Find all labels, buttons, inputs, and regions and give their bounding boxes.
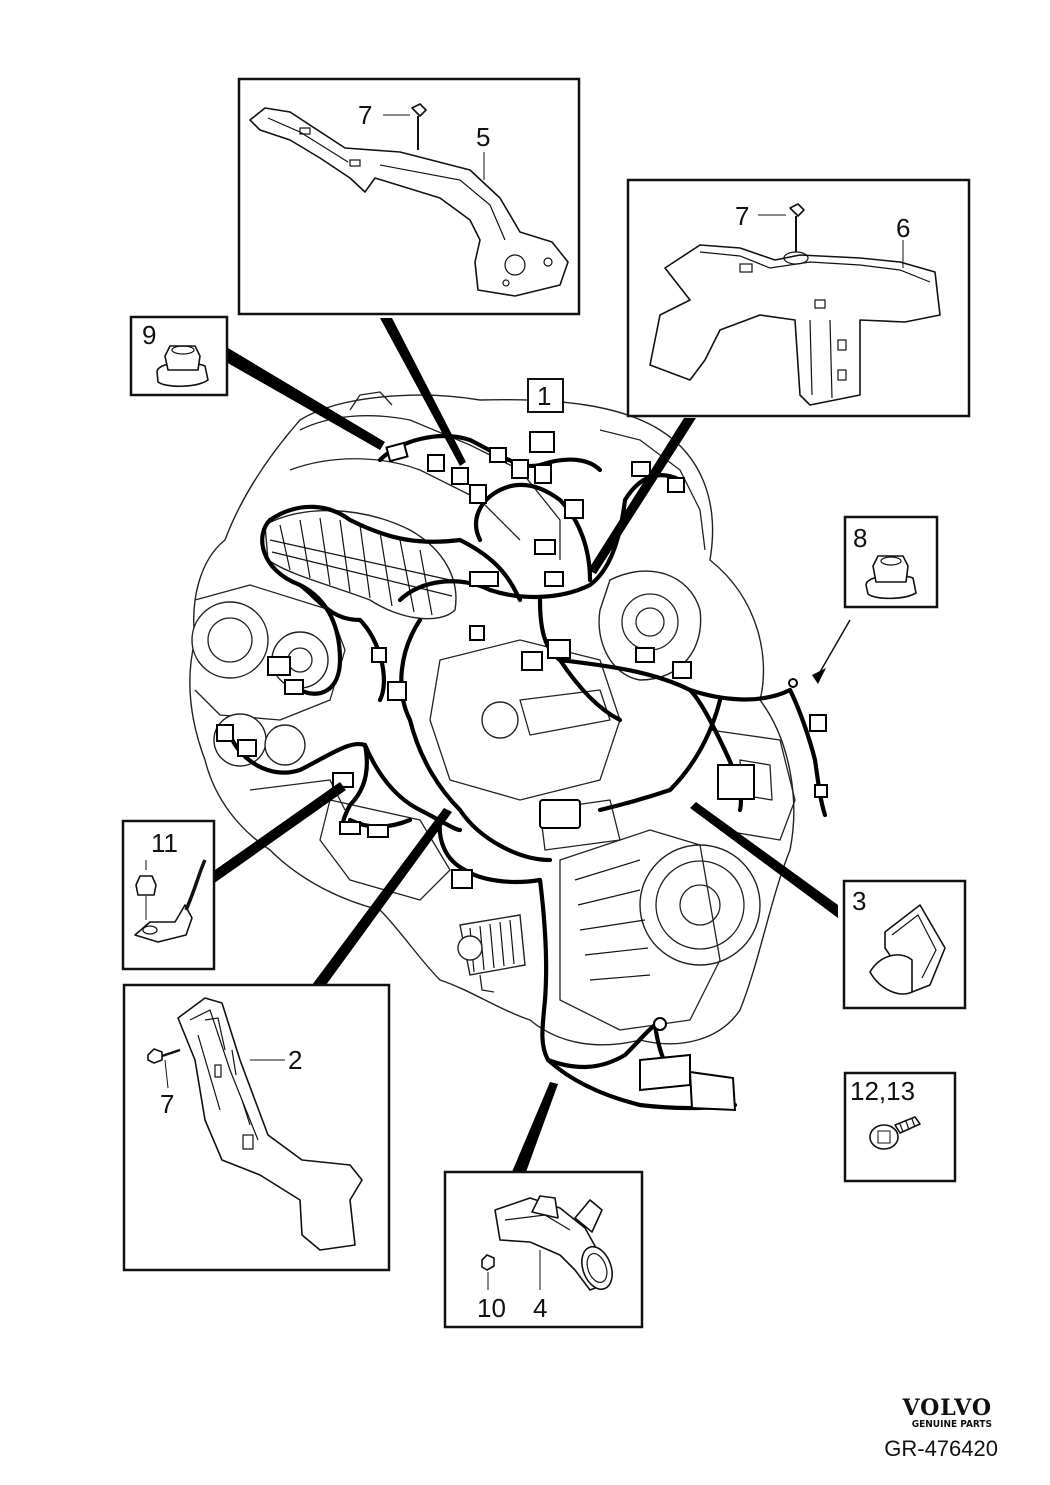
callout-7-right: 7: [735, 201, 749, 231]
detail-box-3: 3: [842, 879, 967, 1010]
detail-box-12-13: 12,13: [843, 1071, 957, 1183]
callout-3: 3: [852, 886, 866, 916]
callout-7-left: 7: [160, 1089, 174, 1119]
brand-logo-text: VOLVO: [902, 1395, 992, 1421]
detail-box-11: 11: [121, 819, 216, 971]
callout-4: 4: [533, 1293, 547, 1323]
diagram-reference: GR-476420: [884, 1436, 998, 1461]
callout-12-13: 12,13: [850, 1076, 915, 1106]
callout-9: 9: [142, 320, 156, 350]
callout-8: 8: [853, 523, 867, 553]
callout-10: 10: [477, 1293, 506, 1323]
callout-7-top: 7: [358, 100, 372, 130]
callout-5: 5: [476, 122, 490, 152]
detail-box-9: 9: [129, 315, 229, 397]
brand-subtitle: GENUINE PARTS: [911, 1419, 992, 1430]
callout-6: 6: [896, 213, 910, 243]
detail-box-8: 8: [843, 515, 939, 609]
callout-2: 2: [288, 1045, 302, 1075]
detail-box-4: 10 4: [443, 1170, 644, 1329]
callout-1-box: [527, 378, 564, 413]
wiring-harness: [216, 431, 828, 1112]
engine-assembly: [189, 391, 796, 1046]
detail-box-5: 7 5: [237, 77, 581, 316]
volvo-logo: VOLVO GENUINE PARTS: [902, 1395, 992, 1430]
callout-1: 1: [537, 381, 551, 411]
detail-box-6: 7 6: [626, 178, 971, 418]
detail-box-2: 2 7: [122, 983, 391, 1272]
leader-lines: [213, 318, 851, 1172]
callout-11: 11: [151, 828, 178, 858]
